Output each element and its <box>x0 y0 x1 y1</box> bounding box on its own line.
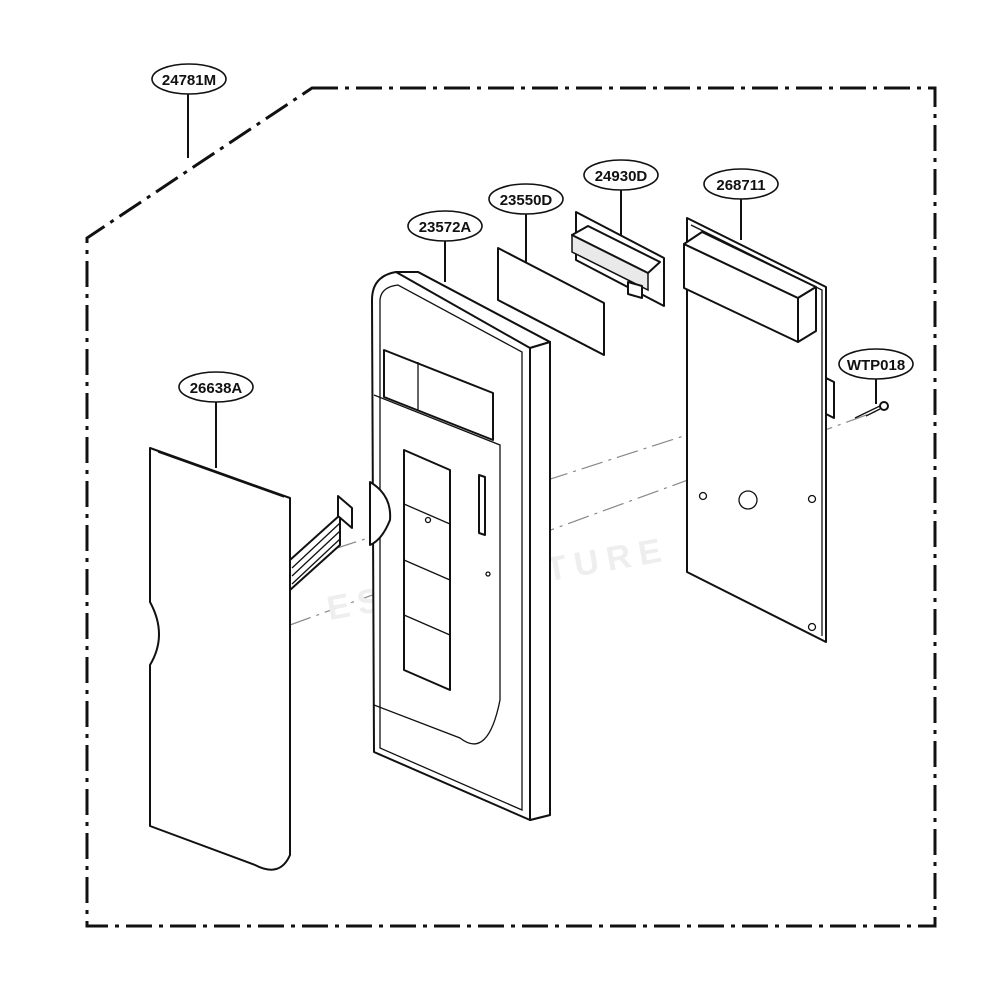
callout-268711-label: 268711 <box>716 177 765 194</box>
callout-23572a-label: 23572A <box>419 219 472 236</box>
pcb-part <box>683 217 835 643</box>
callout-268711: 268711 <box>703 168 779 240</box>
ribbon-cable <box>289 495 353 591</box>
front-cover-part <box>149 447 353 871</box>
window-part <box>497 247 605 356</box>
callout-23572a: 23572A <box>407 210 483 282</box>
screw-part <box>854 401 889 419</box>
callout-26638a-label: 26638A <box>190 380 243 397</box>
control-panel-part <box>369 271 551 821</box>
bracket-part <box>571 211 665 307</box>
callout-24930d: 24930D <box>583 159 659 236</box>
callout-wtp018: WTP018 <box>838 348 914 404</box>
callout-26638a: 26638A <box>178 371 254 468</box>
callout-23550d: 23550D <box>488 183 564 262</box>
callout-wtp018-label: WTP018 <box>847 357 905 374</box>
display-module <box>683 231 817 343</box>
assembly-boundary <box>85 86 937 928</box>
callout-24781m: 24781M <box>151 63 227 158</box>
callout-23550d-label: 23550D <box>500 192 553 209</box>
callout-24930d-label: 24930D <box>595 168 648 185</box>
callout-24781m-label: 24781M <box>162 72 216 89</box>
